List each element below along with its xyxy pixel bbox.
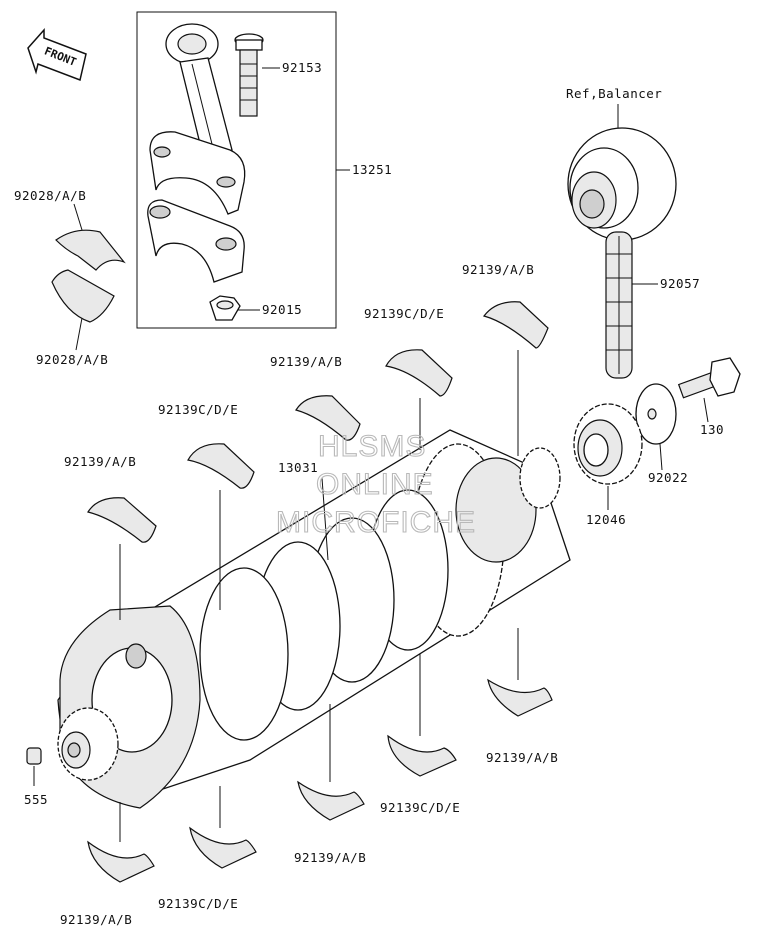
callout-12046: 12046 — [586, 512, 626, 527]
main-bearing-top-right — [482, 301, 549, 349]
callout-92139-ab-top-right: 92139/A/B — [462, 262, 534, 277]
con-rod-bearing-lower — [51, 269, 115, 323]
callout-92015: 92015 — [262, 302, 302, 317]
callout-92139-ab-bottom-right: 92139/A/B — [486, 750, 558, 765]
main-bearing-cde-bottom-left — [189, 826, 257, 869]
main-bearing-bottom-left — [87, 840, 155, 883]
con-rod-bolt — [234, 33, 264, 117]
callout-92139-ab-bottom-mid: 92139/A/B — [294, 850, 366, 865]
callout-92022: 92022 — [648, 470, 688, 485]
pin-555 — [26, 747, 42, 765]
callout-92139cde-bottom-right: 92139C/D/E — [380, 800, 460, 815]
main-bearing-top-mid — [295, 395, 361, 441]
con-rod-cap — [147, 199, 245, 283]
watermark-line-1: HLSMS — [318, 430, 426, 463]
callout-92139cde-top-mid: 92139C/D/E — [158, 402, 238, 417]
callout-leader — [659, 443, 663, 471]
main-bearing-bottom-right — [487, 678, 553, 717]
callout-92139cde-top-right: 92139C/D/E — [364, 306, 444, 321]
callout-leader — [73, 203, 83, 231]
callout-leader — [75, 317, 83, 351]
callout-92139-ab-top-mid: 92139/A/B — [270, 354, 342, 369]
crankshaft — [57, 429, 571, 809]
main-bearing-top-left — [87, 497, 157, 543]
callout-92153: 92153 — [282, 60, 322, 75]
con-rod-nut — [209, 295, 241, 321]
crank-gear — [573, 403, 643, 485]
watermark-line-2: ONLINE — [316, 468, 434, 501]
callout-92139cde-bottom-left: 92139C/D/E — [158, 896, 238, 911]
callout-13251: 13251 — [352, 162, 392, 177]
callout-leader — [321, 477, 329, 561]
main-bearing-cde-bottom-right — [387, 734, 457, 777]
callout-92057: 92057 — [660, 276, 700, 291]
bolt-130 — [677, 357, 741, 399]
callout-92139-ab-top-left: 92139/A/B — [64, 454, 136, 469]
connecting-rod — [149, 23, 246, 215]
callout-555: 555 — [24, 792, 48, 807]
callout-13031: 13031 — [278, 460, 318, 475]
callout-92028-lower: 92028/A/B — [36, 352, 108, 367]
callout-130: 130 — [700, 422, 724, 437]
ref-balancer-label: Ref,Balancer — [566, 86, 662, 101]
callout-leader — [703, 397, 709, 423]
callout-92139-ab-bottom-left: 92139/A/B — [60, 912, 132, 927]
main-bearing-cde-top-right — [385, 349, 453, 397]
watermark-line-3: MICROFICHE — [276, 506, 476, 539]
front-arrow-icon: FRONT — [27, 28, 87, 82]
callout-92028-upper: 92028/A/B — [14, 188, 86, 203]
con-rod-bearing-upper — [55, 229, 126, 271]
balancer-shaft — [567, 127, 677, 241]
washer — [635, 383, 677, 445]
main-bearing-cde-top-mid — [187, 443, 255, 489]
balancer-chain — [605, 231, 633, 379]
main-bearing-bottom-mid — [297, 780, 365, 821]
